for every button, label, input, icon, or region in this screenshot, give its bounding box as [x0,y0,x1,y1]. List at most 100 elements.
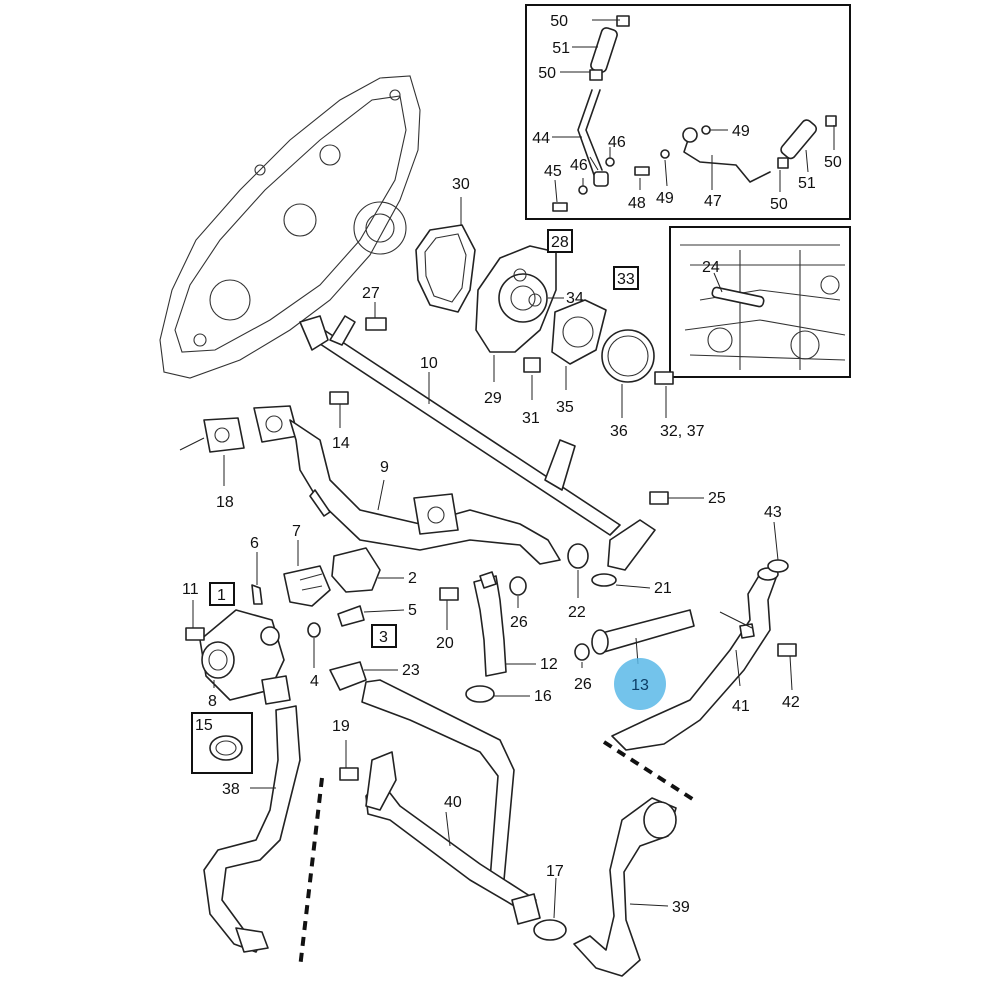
thermostat-housing-group: 1 11 8 6 7 2 5 3 4 23 15 [182,523,420,774]
pipe-10-end [299,315,329,351]
label-2: 2 [408,570,417,587]
pipe-10-group: 10 25 21 22 [299,315,726,621]
label-33: 33 [617,271,635,288]
label-17: 17 [546,863,564,880]
clamp-16 [465,685,495,703]
label-18: 18 [216,494,234,511]
hose-38-group: 38 [203,705,324,969]
inset-frame-top [525,4,851,220]
bolt-31 [523,357,541,373]
label-50-a: 50 [550,13,568,30]
label-40: 40 [444,794,462,811]
label-39: 39 [672,899,690,916]
oring-43 [767,559,789,573]
label-6: 6 [250,535,259,552]
washer-46-a [605,157,615,167]
housing-nipple [261,675,291,705]
hose-39-connector [643,801,677,839]
label-43: 43 [764,504,782,521]
label-20: 20 [436,635,454,652]
pipe-44-edge [585,89,603,171]
label-27: 27 [362,285,380,302]
box-1 [209,582,235,606]
pipe-40-nipple [511,893,541,925]
bolt-19 [339,767,359,781]
bolt-27 [365,317,387,331]
label-32-37: 32, 37 [660,423,705,440]
bolt-48 [634,166,650,176]
label-38: 38 [222,781,240,798]
label-21: 21 [654,580,672,597]
housing-port [260,626,280,646]
pipe-47 [683,139,771,183]
pipe-9-flange-b [413,493,459,535]
label-13: 13 [631,677,649,694]
oring-21 [591,573,617,587]
pipe-9 [289,419,561,565]
label-24: 24 [702,259,720,276]
label-10: 10 [420,355,438,372]
label-22: 22 [568,604,586,621]
washer-49-a [701,125,711,135]
inset-pipe-assembly: 50 51 50 44 46 46 45 48 49 49 47 50 51 5… [525,4,851,220]
label-44: 44 [532,130,550,147]
clip-50-d [825,115,837,127]
hose-12-bracket [479,571,497,589]
hose-12-group: 20 26 12 16 [436,571,558,705]
label-42: 42 [782,694,800,711]
label-28: 28 [551,234,569,251]
box-3 [371,624,397,648]
dashed-link-39 [602,740,696,802]
pump-hub [498,273,548,323]
bolt-11 [185,627,205,641]
label-26-a: 26 [510,614,528,631]
label-25: 25 [708,490,726,507]
oring-26-b [574,643,590,661]
washer-46-b [578,185,588,195]
sensor-5 [337,605,365,627]
hose-41-bracket [739,623,755,639]
label-41: 41 [732,698,750,715]
label-51-b: 51 [798,175,816,192]
label-35: 35 [556,399,574,416]
box-33 [613,266,639,290]
pipe-9-stub [309,489,331,517]
label-8: 8 [208,693,217,710]
clip-6 [251,584,263,605]
clip-50-c [777,157,789,169]
label-14: 14 [332,435,350,452]
clamp-15 [209,735,243,761]
housing-outlet [201,641,235,679]
pipe-10-fitting [607,519,656,571]
oring-22 [567,543,589,569]
oring-26-a [509,576,527,596]
nipple-24 [711,286,765,308]
gasket-2 [331,547,381,593]
label-50-b: 50 [538,65,556,82]
label-12: 12 [540,656,558,673]
bolt-14 [329,391,349,405]
clip-50-a [616,15,630,27]
label-5: 5 [408,602,417,619]
hose-40-group: 19 40 17 [332,679,567,941]
hose-13-41-group: 26 13 43 42 41 [574,504,800,751]
label-16: 16 [534,688,552,705]
hose-12 [473,575,507,677]
label-11: 11 [182,581,199,598]
bolt-42 [777,643,797,657]
hose-13 [597,609,695,653]
pipe-40-bracket [365,751,397,811]
timing-cover [159,75,421,379]
label-49-b: 49 [732,123,750,140]
water-pump-group: 30 34 29 31 35 36 32, 37 28 33 [362,176,705,440]
bracket-10-b [544,439,576,491]
label-46-a: 46 [608,134,626,151]
bracket-10-a [329,315,356,346]
label-48: 48 [628,195,646,212]
washer-49-b [660,149,670,159]
bolt-45 [552,202,568,212]
label-31: 31 [522,410,540,427]
label-30: 30 [452,176,470,193]
inset-cylinder-head: 24 [669,226,851,378]
